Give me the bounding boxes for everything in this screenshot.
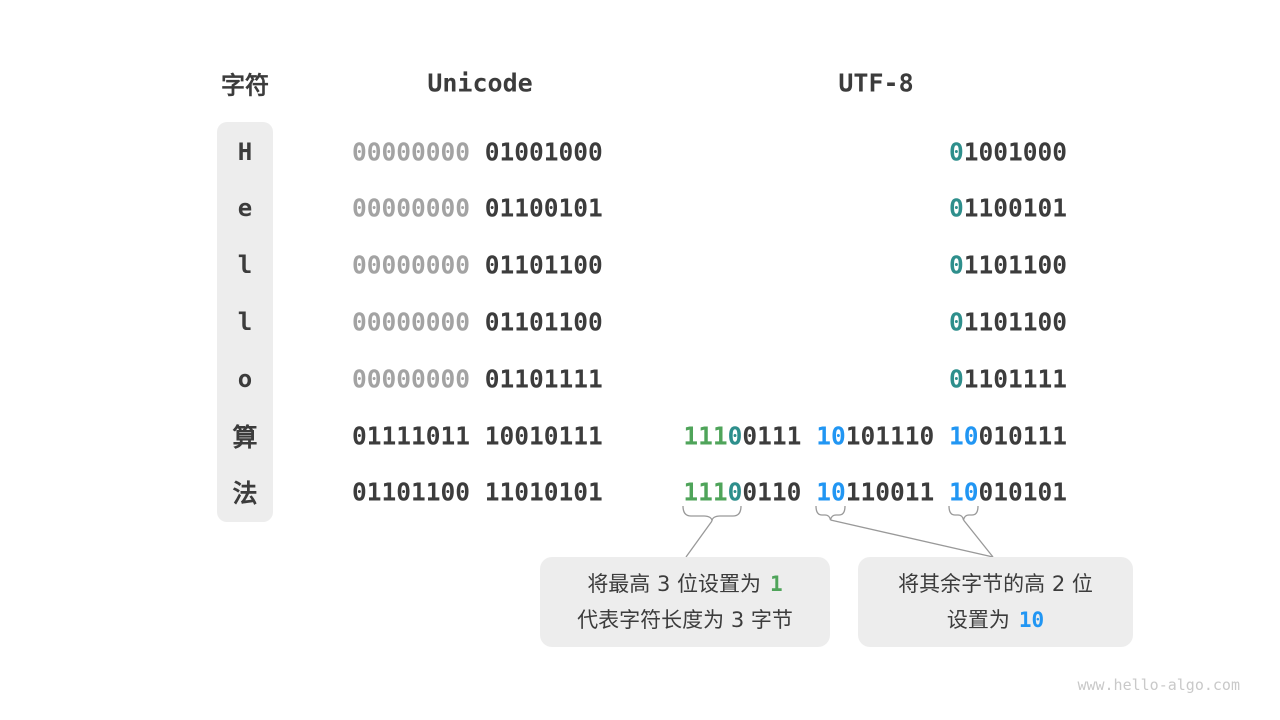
callout-line: 代表字符长度为 3 字节 [577,608,793,632]
utf8-binary-cell: 01101100 [948,307,1067,337]
character-cell: o [237,364,253,393]
character-cell: l [237,307,253,336]
callout-line: 将其余字节的高 2 位 [898,572,1093,596]
utf8-binary-cell: 01101111 [948,364,1067,394]
column-header-character: 字符 [221,71,269,100]
character-cell: e [237,194,253,223]
watermark: www.hello-algo.com [1077,676,1240,694]
unicode-binary-cell: 00000000 01101100 [352,307,603,337]
unicode-binary-cell: 00000000 01101100 [352,250,603,280]
utf8-binary-cell: 01001000 [948,137,1067,166]
character-cell: 法 [232,479,258,509]
unicode-binary-cell: 00000000 01101111 [352,364,603,394]
utf8-binary-cell: 01100101 [948,193,1067,223]
character-cell: 算 [232,422,258,452]
character-column-background [217,122,273,522]
highlight-green-one: 1 [770,572,783,596]
utf8-binary-cell: 11100111 10101110 10010111 [683,421,1067,450]
unicode-binary-cell: 01101100 11010101 [352,477,603,507]
column-header-unicode: Unicode [427,68,533,98]
connector-line-continuation-1 [830,519,994,558]
underbrace-continuation-2 [948,505,979,521]
column-header-utf8: UTF-8 [838,68,914,98]
unicode-binary-cell: 00000000 01001000 [352,137,603,166]
utf8-binary-cell: 11100110 10110011 10010101 [683,477,1067,507]
unicode-binary-cell: 00000000 01100101 [352,193,603,223]
unicode-binary-cell: 01111011 10010111 [352,421,603,450]
connector-line-continuation-2 [962,519,994,558]
connector-line-high-bits [685,520,713,558]
underbrace-continuation-1 [815,505,846,521]
underbrace-high-bits [682,505,742,522]
utf8-binary-cell: 01101100 [948,250,1067,280]
highlight-blue-ten: 10 [1018,608,1045,632]
character-cell: H [237,137,253,166]
character-cell: l [237,251,253,280]
